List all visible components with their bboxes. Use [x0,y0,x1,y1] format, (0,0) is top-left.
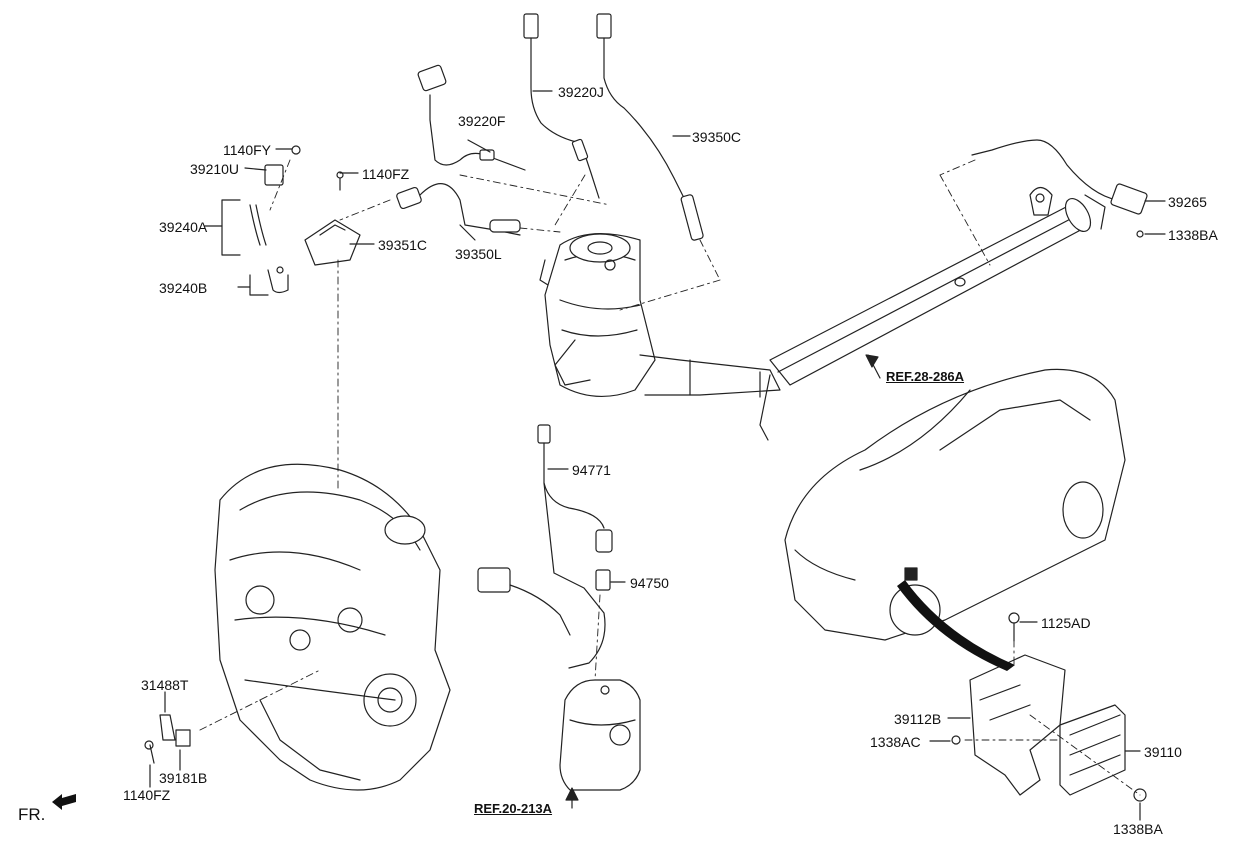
ref28-arrow [865,354,879,368]
vehicle-illustration [784,368,1126,641]
exhaust-pipe [769,186,1106,386]
ref20-arrow [565,787,579,801]
sensor-39220J [523,13,600,199]
fuel-pump [559,679,641,791]
location-arrow [897,580,1015,671]
label-39351C: 39351C [378,237,428,253]
label-39240B: 39240B [159,280,208,296]
label-39220F: 39220F [458,113,506,129]
hose-39240A [221,199,267,256]
label-1125AD: 1125AD [1041,615,1091,631]
label-39240A: 39240A [159,219,208,235]
sensor-39350C [596,13,704,241]
sensor-39350L [396,183,521,236]
label-1338BA-top: 1338BA [1168,227,1218,243]
catalytic-converter [539,233,781,441]
ecu-bracket-39112B [969,612,1066,796]
label-39210U: 39210U [190,161,240,177]
label-1338BA-bottom: 1338BA [1113,821,1163,837]
label-39220J: 39220J [558,84,604,100]
bracket-39351C [304,171,361,266]
label-39181B: 39181B [159,770,208,786]
sensor-94750 [477,567,611,636]
label-39350L: 39350L [455,246,502,262]
label-1140FZ-top: 1140FZ [362,166,410,182]
bracket-31488T [144,714,191,764]
label-94750: 94750 [630,575,669,591]
front-arrow-icon [52,794,76,810]
label-94771: 94771 [572,462,611,478]
label-1338AC: 1338AC [870,734,921,750]
sensor-39220F [417,64,526,171]
engine-block [214,463,451,791]
label-31488T: 31488T [141,677,189,693]
hose-39240B [249,266,289,296]
label-1140FY: 1140FY [223,142,271,158]
sensor-39210U [264,145,301,186]
label-39110: 39110 [1144,744,1182,760]
dash-lines [199,159,1141,796]
sensor-94771 [537,424,613,669]
label-39350C: 39350C [692,129,742,145]
label-ref-28-286A: REF.28-286A [886,369,965,384]
label-front: FR. [18,805,46,824]
label-1140FZ-bottom: 1140FZ [123,787,171,803]
sensor-39265 [971,139,1148,238]
label-39112B: 39112B [894,711,942,727]
label-39265: 39265 [1168,194,1207,210]
leader-lines [149,90,1166,821]
label-ref-20-213A: REF.20-213A [474,801,553,816]
